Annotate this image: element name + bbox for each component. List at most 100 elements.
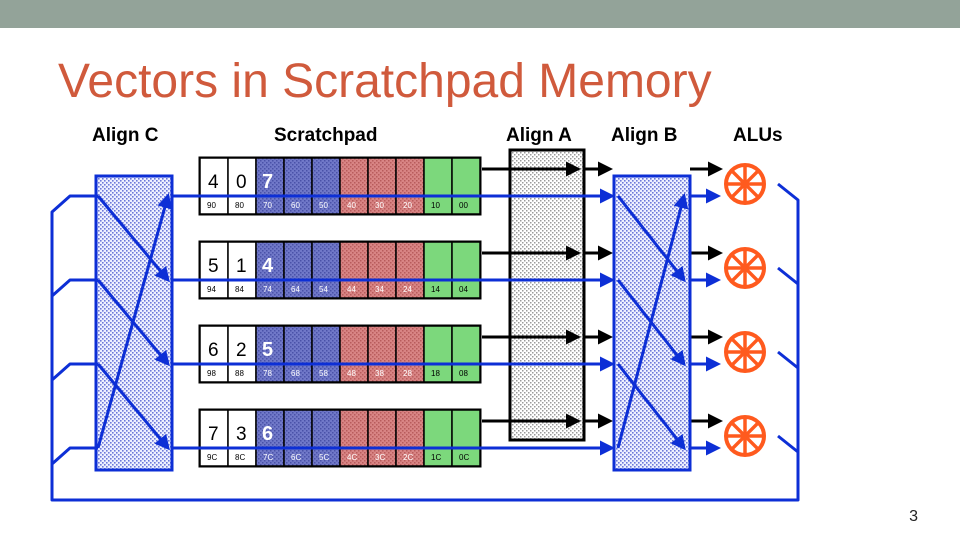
address-label: 18 [431, 369, 440, 378]
blue-feedback-wires [50, 182, 800, 502]
header-align-c: Align C [92, 125, 159, 146]
memory-cell [283, 157, 313, 215]
memory-cell [339, 409, 369, 467]
row-index-a: 4 [208, 172, 219, 193]
address-label: 30 [375, 201, 384, 210]
address-label: 5C [319, 453, 329, 462]
memory-cell [451, 409, 481, 467]
address-label: 68 [291, 369, 300, 378]
memory-cell [255, 409, 285, 467]
address-label: 20 [403, 201, 412, 210]
align-a-box [508, 148, 586, 442]
memory-cell [395, 241, 425, 299]
address-label: 6C [291, 453, 301, 462]
address-label: 84 [235, 285, 244, 294]
memory-cell [227, 157, 257, 215]
address-label: 90 [207, 201, 216, 210]
address-label: 80 [235, 201, 244, 210]
address-label: 4C [347, 453, 357, 462]
memory-cell [423, 241, 453, 299]
alu-column [724, 163, 766, 457]
memory-cell [367, 409, 397, 467]
address-label: 88 [235, 369, 244, 378]
address-label: 1C [431, 453, 441, 462]
address-label: 8C [235, 453, 245, 462]
memory-cell [423, 157, 453, 215]
scratchpad-output-wires [482, 161, 723, 429]
address-label: 24 [403, 285, 412, 294]
memory-cell [311, 409, 341, 467]
top-bar [0, 0, 960, 28]
address-label: 54 [319, 285, 328, 294]
address-label: 48 [347, 369, 356, 378]
memory-cell [451, 241, 481, 299]
row-index-a: 5 [208, 256, 219, 277]
header-alus: ALUs [733, 125, 783, 146]
memory-cell [283, 325, 313, 383]
memory-cell [311, 325, 341, 383]
address-label: 08 [459, 369, 468, 378]
address-label: 40 [347, 201, 356, 210]
memory-cell [451, 325, 481, 383]
address-label: 0C [459, 453, 469, 462]
vector-number: 7 [262, 171, 273, 193]
address-label: 10 [431, 201, 440, 210]
address-label: 28 [403, 369, 412, 378]
memory-cell [311, 241, 341, 299]
address-label: 64 [291, 285, 300, 294]
address-label: 70 [263, 201, 272, 210]
vector-number: 5 [262, 339, 273, 361]
memory-cell [395, 409, 425, 467]
slide-title: Vectors in Scratchpad Memory [58, 55, 712, 108]
address-label: 78 [263, 369, 272, 378]
memory-cell [339, 325, 369, 383]
row-index-b: 3 [236, 424, 247, 445]
address-label: 34 [375, 285, 384, 294]
header-align-a: Align A [506, 125, 572, 146]
memory-cell [423, 409, 453, 467]
memory-cell [451, 157, 481, 215]
memory-cell [227, 409, 257, 467]
page-number: 3 [909, 508, 918, 525]
memory-cell [339, 157, 369, 215]
address-label: 7C [263, 453, 273, 462]
address-label: 50 [319, 201, 328, 210]
row-index-a: 7 [208, 424, 219, 445]
address-label: 00 [459, 201, 468, 210]
address-label: 04 [459, 285, 468, 294]
alu-icon [724, 415, 766, 457]
address-label: 38 [375, 369, 384, 378]
memory-cell [395, 325, 425, 383]
address-label: 74 [263, 285, 272, 294]
address-label: 14 [431, 285, 440, 294]
memory-cell [199, 325, 229, 383]
address-label: 9C [207, 453, 217, 462]
memory-cell [283, 241, 313, 299]
row-index-a: 6 [208, 340, 219, 361]
address-label: 44 [347, 285, 356, 294]
memory-cell [339, 241, 369, 299]
alu-icon [724, 331, 766, 373]
memory-cell [227, 325, 257, 383]
alu-icon [724, 163, 766, 205]
vector-number: 4 [262, 255, 274, 277]
header-scratchpad: Scratchpad [274, 125, 377, 146]
memory-cell [255, 325, 285, 383]
alu-icon [724, 247, 766, 289]
vector-number: 6 [262, 423, 273, 445]
address-label: 60 [291, 201, 300, 210]
address-label: 94 [207, 285, 216, 294]
address-label: 2C [403, 453, 413, 462]
memory-cell [311, 157, 341, 215]
memory-cell [367, 241, 397, 299]
header-align-b: Align B [611, 125, 678, 146]
address-label: 98 [207, 369, 216, 378]
row-index-b: 1 [236, 256, 247, 277]
memory-cell [255, 241, 285, 299]
